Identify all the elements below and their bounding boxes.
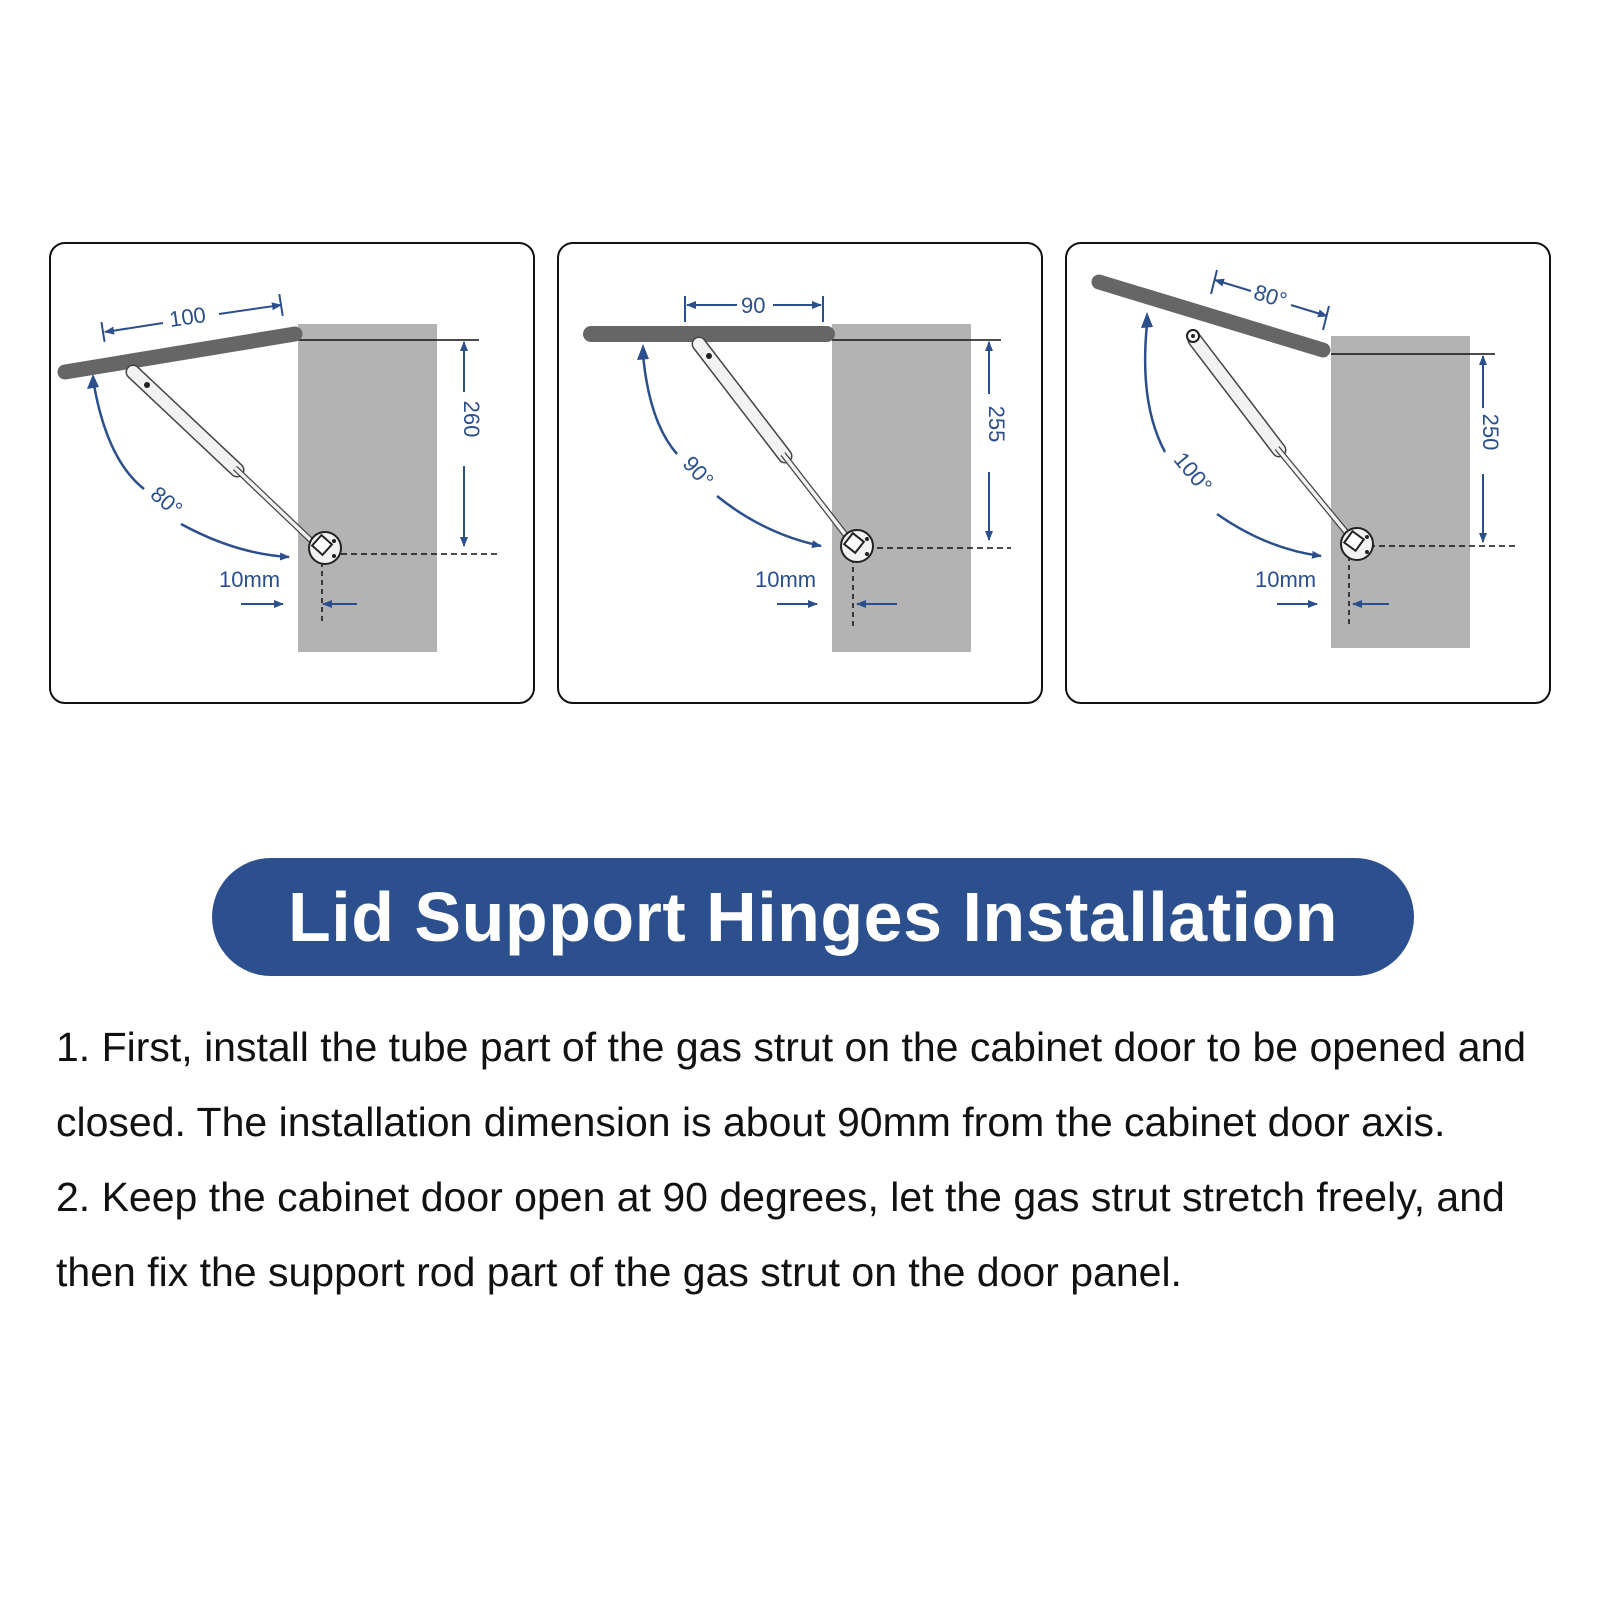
- mount-bracket: [840, 529, 874, 563]
- width-label: 90: [741, 293, 765, 318]
- offset-label: 10mm: [219, 567, 280, 592]
- gas-strut: [691, 336, 854, 544]
- mount-bracket: [1340, 527, 1374, 561]
- height-label: 250: [1478, 414, 1503, 451]
- lid-board: [57, 326, 303, 380]
- instruction-step-2: 2. Keep the cabinet door open at 90 degr…: [56, 1174, 1505, 1295]
- lid-board: [1091, 274, 1331, 358]
- diagram-panels: 100 260 80° 10mm: [0, 0, 1600, 720]
- title-banner: Lid Support Hinges Installation: [212, 858, 1414, 976]
- offset-label: 10mm: [755, 567, 816, 592]
- angle-label: 80°: [146, 481, 188, 522]
- height-label: 255: [984, 406, 1009, 443]
- hinge-diagram-90: 90 255 90° 10mm: [583, 293, 1011, 652]
- cabinet-side: [1331, 336, 1470, 648]
- instruction-steps: 1. First, install the tube part of the g…: [56, 1010, 1576, 1310]
- gas-strut: [125, 364, 322, 551]
- gas-strut: [1186, 329, 1354, 540]
- width-label: 80°: [1251, 279, 1290, 313]
- width-label: 100: [168, 302, 208, 332]
- hinge-diagram-80: 100 260 80° 10mm: [57, 293, 501, 652]
- mount-bracket: [308, 531, 342, 565]
- cabinet-side: [832, 324, 971, 652]
- page-title: Lid Support Hinges Installation: [288, 878, 1338, 956]
- cabinet-side: [298, 324, 437, 652]
- offset-label: 10mm: [1255, 567, 1316, 592]
- diagram-panel-90: 90 255 90° 10mm: [557, 242, 1043, 704]
- hinge-diagram-100: 80° 250 100° 10mm: [1091, 269, 1517, 648]
- angle-label: 100°: [1169, 447, 1217, 498]
- angle-label: 90°: [678, 451, 719, 492]
- diagram-panel-100: 80° 250 100° 10mm: [1065, 242, 1551, 704]
- instruction-step-1: 1. First, install the tube part of the g…: [56, 1024, 1527, 1145]
- diagram-panel-80: 100 260 80° 10mm: [49, 242, 535, 704]
- height-label: 260: [459, 401, 484, 438]
